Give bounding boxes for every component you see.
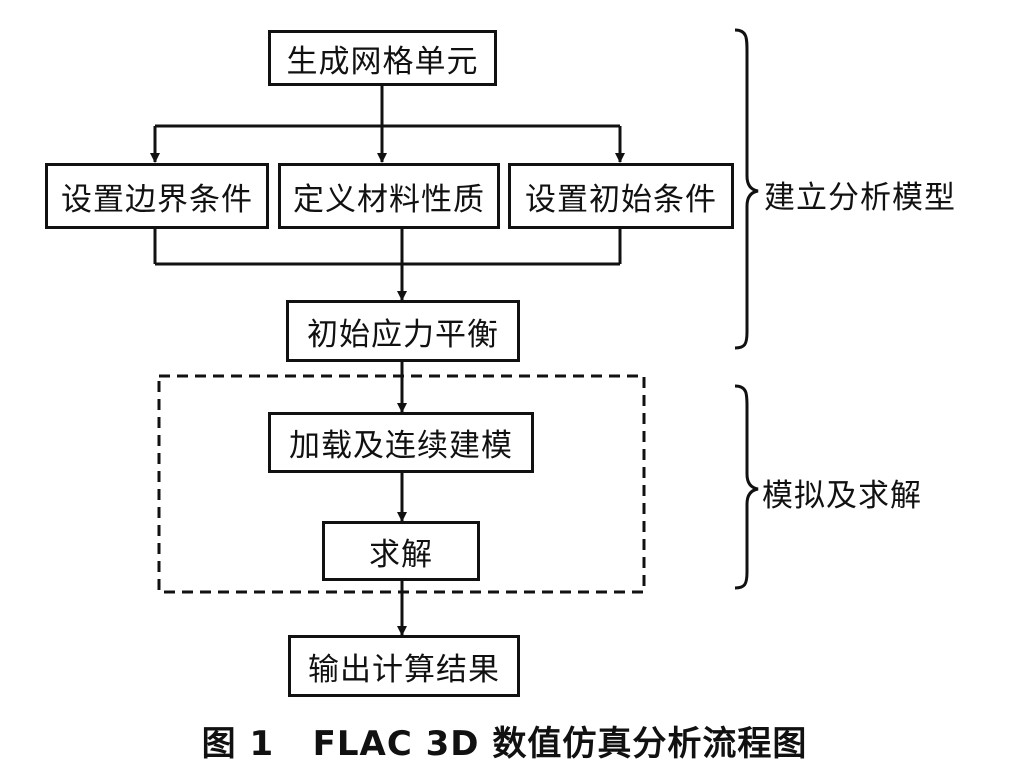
brace-simulate-solve (734, 384, 759, 590)
node-output-results: 输出计算结果 (288, 635, 520, 697)
node-material-properties: 定义材料性质 (278, 163, 500, 229)
node-generate-mesh: 生成网格单元 (268, 30, 497, 86)
brace-build-model (734, 28, 759, 350)
node-initial-conditions: 设置初始条件 (508, 163, 734, 229)
group-label-build-model: 建立分析模型 (764, 180, 956, 216)
node-initial-stress-balance: 初始应力平衡 (286, 300, 520, 362)
figure-caption: 图 1 FLAC 3D 数值仿真分析流程图 (201, 724, 808, 764)
node-loading-modeling: 加载及连续建模 (268, 412, 534, 473)
node-solve: 求解 (322, 521, 480, 581)
group-label-simulate-solve: 模拟及求解 (762, 478, 922, 514)
simulation-group-box (157, 374, 646, 594)
node-boundary-conditions: 设置边界条件 (45, 163, 269, 229)
